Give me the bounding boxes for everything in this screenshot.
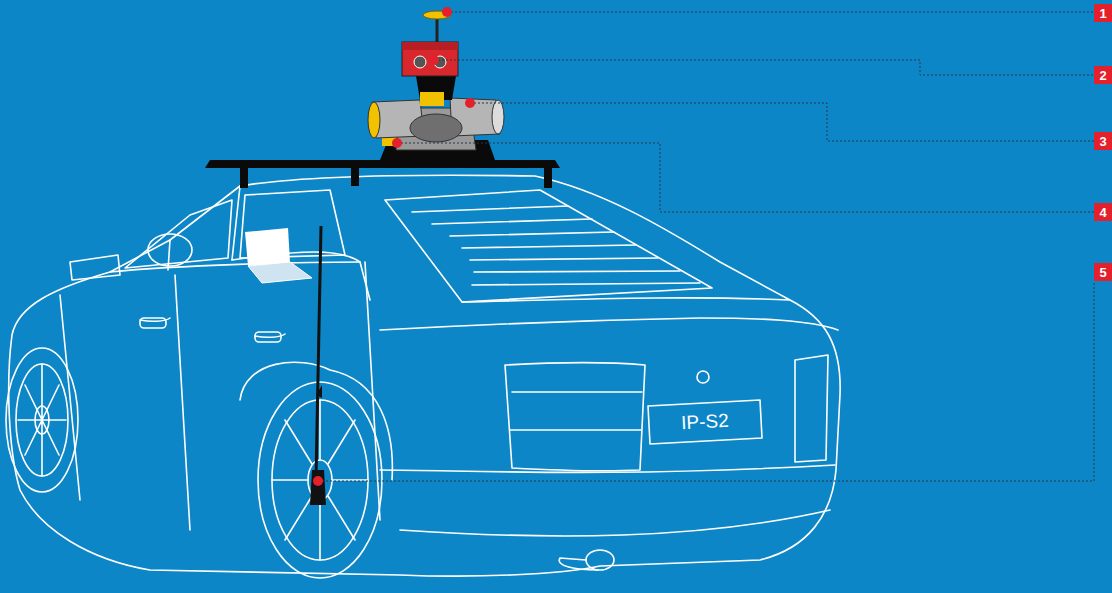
- callout-number: 3: [1094, 132, 1112, 150]
- car-outline: [385, 190, 712, 302]
- leader-line: [318, 12, 1094, 481]
- car-outline: [586, 550, 614, 570]
- car-outline: [148, 234, 192, 266]
- wheel-encoder: [310, 226, 326, 505]
- car-outline: [9, 175, 840, 576]
- car-outline: [462, 298, 790, 302]
- callout-number: 1: [1094, 4, 1112, 22]
- callout-number: 4: [1094, 203, 1112, 221]
- sensor-head: [402, 42, 458, 50]
- leader-line: [447, 12, 1094, 13]
- roof-rack: [205, 160, 560, 168]
- leader-line: [318, 281, 1094, 481]
- car-outline: [400, 510, 830, 536]
- callout-dot: [442, 7, 452, 17]
- car-outline: [648, 400, 762, 444]
- car-outline: [697, 371, 709, 383]
- callout-dot: [465, 98, 475, 108]
- callout-dot: [429, 55, 439, 65]
- sensor-head: [492, 100, 504, 134]
- callout-number: 2: [1094, 66, 1112, 84]
- callout-number: 5: [1094, 263, 1112, 281]
- laptop: [245, 228, 290, 266]
- car-outline: [272, 400, 368, 560]
- car-outline: [510, 392, 642, 430]
- sensor-head: [368, 11, 504, 160]
- car-outline: [70, 255, 120, 280]
- car-outline: [6, 175, 840, 578]
- sensor-head: [368, 102, 380, 138]
- car-outline: [272, 400, 368, 560]
- wheel-encoder: [316, 226, 321, 478]
- callout-dot: [392, 138, 402, 148]
- car-outline: [412, 206, 700, 285]
- car-outline: [60, 262, 380, 530]
- sensor-head: [410, 114, 462, 142]
- license-plate-text: IP-S2: [651, 401, 759, 442]
- car-outline: [6, 348, 78, 492]
- callout-dot: [313, 476, 323, 486]
- car-outline: [559, 558, 598, 570]
- car-outline: [255, 332, 281, 342]
- leader-line: [470, 103, 1094, 141]
- sensor-head: [420, 92, 444, 106]
- car-outline: [125, 200, 232, 268]
- leader-line: [397, 143, 1094, 212]
- laptop: [245, 228, 312, 283]
- sensor-head: [436, 16, 439, 42]
- car-outline: [140, 318, 285, 337]
- sensor-head: [414, 56, 426, 68]
- laptop: [248, 262, 312, 283]
- car-outline: [18, 364, 66, 476]
- car-outline: [505, 363, 645, 471]
- roof-rack: [351, 166, 359, 186]
- wheel-encoder: [310, 470, 326, 505]
- wheel-encoder: [316, 385, 322, 398]
- callout-dot: [313, 7, 475, 486]
- car-outline: [16, 364, 68, 476]
- car-outline: [795, 355, 828, 462]
- roof-rack: [205, 160, 560, 188]
- car-outline: [258, 382, 382, 578]
- car-outline: [380, 318, 838, 330]
- sensor-head: [402, 42, 458, 76]
- car-outline: [140, 318, 166, 328]
- roof-rack: [544, 166, 552, 188]
- roof-rack: [240, 166, 248, 188]
- leader-line: [434, 60, 1094, 75]
